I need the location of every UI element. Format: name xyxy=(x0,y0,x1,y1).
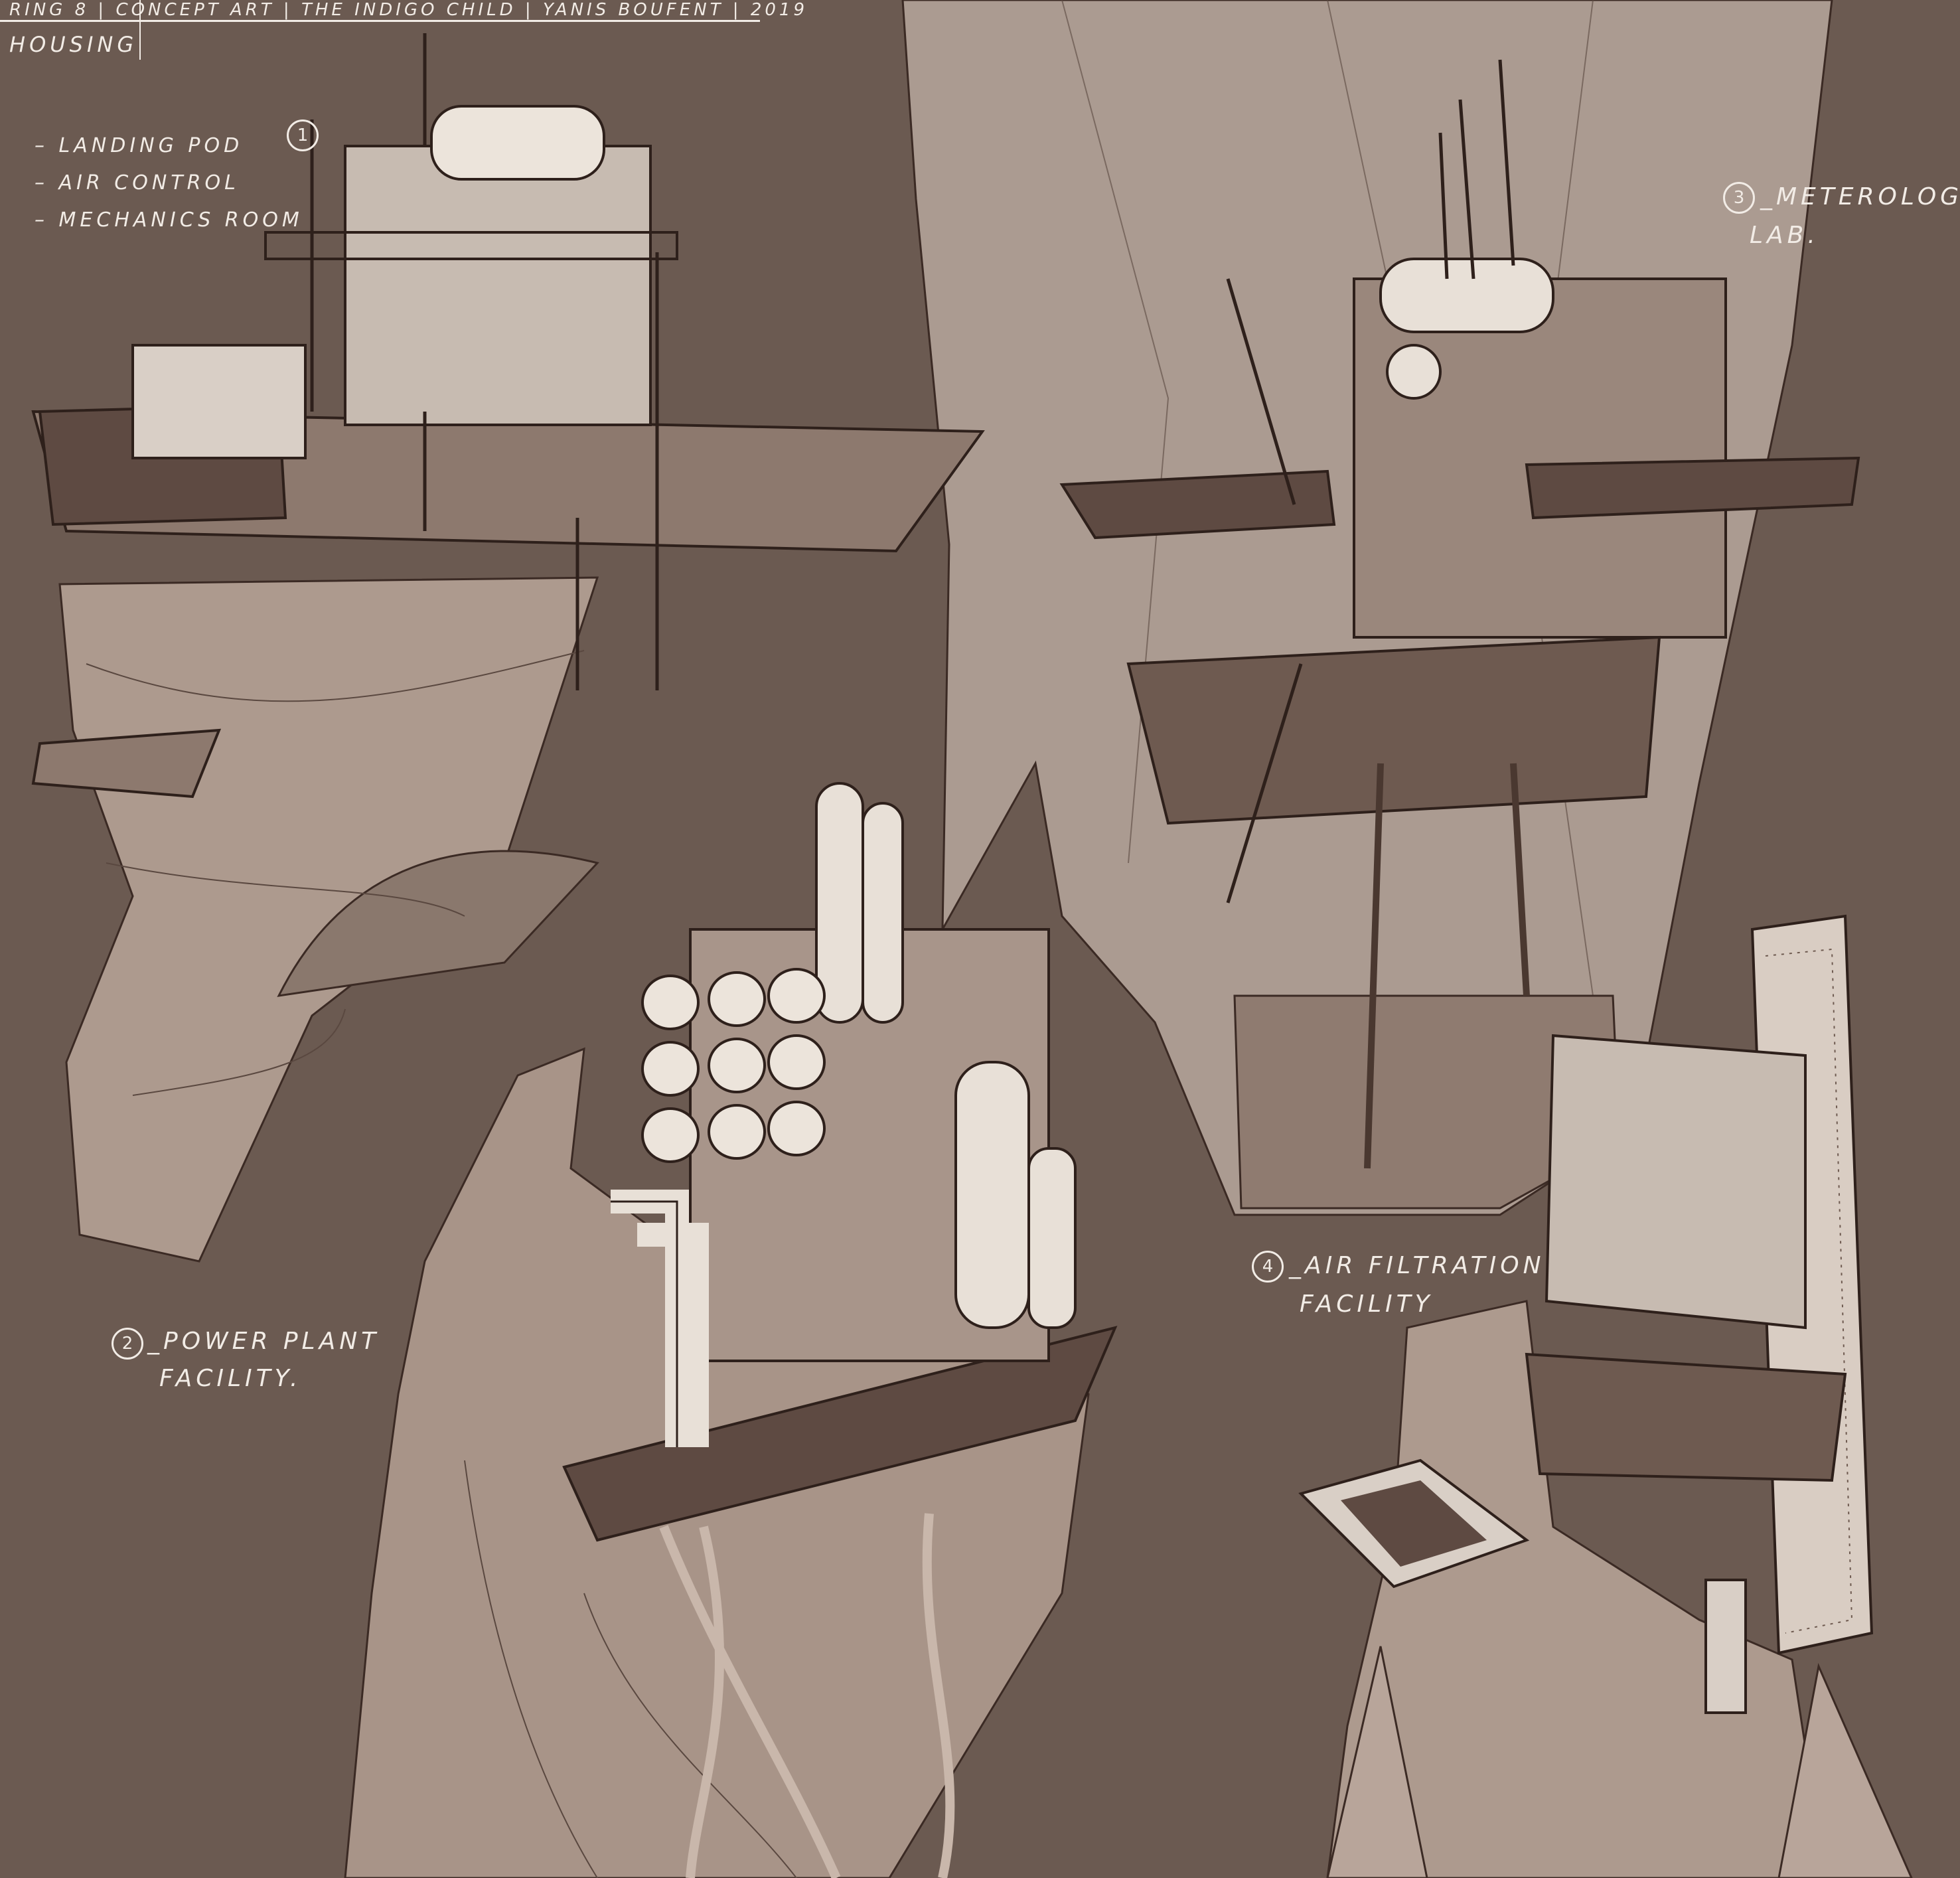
sketch-1-number: 1 xyxy=(287,119,319,151)
sketch-1-note-landing-pod: – LANDING POD xyxy=(35,134,244,157)
sketch-3-number: 3 xyxy=(1723,182,1755,214)
sketch-4-title: _AIR FILTRATION xyxy=(1289,1252,1545,1279)
header-divider xyxy=(139,0,141,60)
landing-pod-structure xyxy=(31,33,985,799)
air-filtration-structure xyxy=(1298,914,1874,1714)
meteorological-lab-structure xyxy=(1059,59,1860,1169)
header-title: THE INDIGO CHILD xyxy=(301,0,516,20)
sketch-1-note-air-control: – AIR CONTROL xyxy=(35,171,240,195)
sketch-4-number: 4 xyxy=(1252,1251,1284,1283)
sketch-3-subtitle: LAB. xyxy=(1750,222,1819,249)
air-filtration-rock xyxy=(1326,1300,1913,1878)
power-plant-structure xyxy=(562,782,1118,1878)
header-artist: YANIS BOUFENT xyxy=(542,0,724,20)
header-underline xyxy=(0,20,760,22)
sketch-2-title: _POWER PLANT xyxy=(147,1328,380,1355)
header-category: CONCEPT ART xyxy=(115,0,275,20)
sketch-2-subtitle: FACILITY. xyxy=(159,1365,302,1392)
header-project: RING 8 xyxy=(9,0,90,20)
sketch-1-note-mechanics-room: – MECHANICS ROOM xyxy=(35,208,303,232)
section-label: HOUSING xyxy=(9,32,138,57)
sketch-2-number: 2 xyxy=(112,1328,143,1360)
sheet-header: RING 8 | CONCEPT ART | THE INDIGO CHILD … xyxy=(9,0,808,20)
sketch-3-title: _METEROLOGICAL xyxy=(1760,183,1960,210)
header-year: 2019 xyxy=(750,0,808,20)
sketch-4-subtitle: FACILITY xyxy=(1300,1291,1434,1318)
